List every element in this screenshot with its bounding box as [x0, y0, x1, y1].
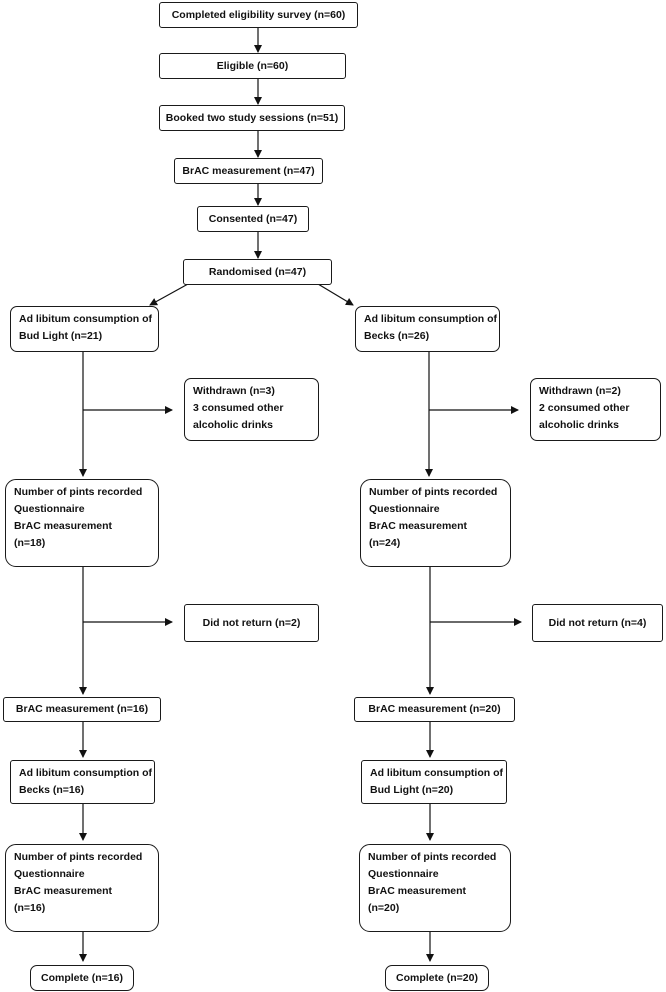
right-brac2-box: BrAC measurement (n=20): [354, 697, 515, 722]
left-consumption2-box: Ad libitum consumption of Becks (n=16): [10, 760, 155, 804]
left-consumption1-line1: Ad libitum consumption of: [19, 313, 152, 325]
eligible-box: Eligible (n=60): [159, 53, 346, 79]
right-consumption2-box: Ad libitum consumption of Bud Light (n=2…: [361, 760, 507, 804]
left-session1-box: Number of pints recorded Questionnaire B…: [5, 479, 159, 567]
booked-box: Booked two study sessions (n=51): [159, 105, 345, 131]
left-session1-line1: Number of pints recorded: [14, 486, 143, 498]
right-session1-line2: Questionnaire: [369, 503, 440, 515]
survey-box: Completed eligibility survey (n=60): [159, 2, 358, 28]
consented-label: Consented (n=47): [208, 212, 298, 225]
survey-label: Completed eligibility survey (n=60): [171, 8, 346, 21]
left-session2-line4: (n=16): [14, 902, 46, 914]
left-session2-line3: BrAC measurement: [14, 885, 113, 897]
eligible-label: Eligible (n=60): [216, 59, 289, 72]
left-did-not-return-label: Did not return (n=2): [202, 616, 301, 629]
right-complete-label: Complete (n=20): [396, 971, 478, 984]
right-withdrawn-line2: 2 consumed other: [539, 402, 630, 414]
right-session2-line4: (n=20): [368, 902, 400, 914]
left-session1-line3: BrAC measurement: [14, 520, 113, 532]
right-session2-line3: BrAC measurement: [368, 885, 467, 897]
left-withdrawn-line3: alcoholic drinks: [193, 419, 273, 431]
left-consumption1-box: Ad libitum consumption of Bud Light (n=2…: [10, 306, 159, 352]
left-session1-line4: (n=18): [14, 537, 46, 549]
left-consumption1-line2: Bud Light (n=21): [19, 330, 103, 342]
right-session1-box: Number of pints recorded Questionnaire B…: [360, 479, 511, 567]
left-complete-box: Complete (n=16): [30, 965, 134, 991]
left-withdrawn-box: Withdrawn (n=3) 3 consumed other alcohol…: [184, 378, 319, 441]
left-complete-label: Complete (n=16): [41, 971, 123, 984]
left-session2-box: Number of pints recorded Questionnaire B…: [5, 844, 159, 932]
brac-box: BrAC measurement (n=47): [174, 158, 323, 184]
right-session1-line1: Number of pints recorded: [369, 486, 498, 498]
right-session2-line1: Number of pints recorded: [368, 851, 497, 863]
right-consumption2-line1: Ad libitum consumption of: [370, 767, 503, 779]
left-session1-line2: Questionnaire: [14, 503, 85, 515]
left-did-not-return-box: Did not return (n=2): [184, 604, 319, 642]
right-did-not-return-box: Did not return (n=4): [532, 604, 663, 642]
randomised-box: Randomised (n=47): [183, 259, 332, 285]
right-consumption1-line2: Becks (n=26): [364, 330, 430, 342]
right-consumption1-box: Ad libitum consumption of Becks (n=26): [355, 306, 500, 352]
right-brac2-label: BrAC measurement (n=20): [368, 703, 501, 715]
left-withdrawn-line2: 3 consumed other: [193, 402, 284, 414]
left-brac2-box: BrAC measurement (n=16): [3, 697, 161, 722]
right-session1-line4: (n=24): [369, 537, 401, 549]
arrow-randomised-to-left: [149, 283, 189, 306]
left-brac2-label: BrAC measurement (n=16): [15, 703, 149, 715]
right-session1-line3: BrAC measurement: [369, 520, 468, 532]
consented-box: Consented (n=47): [197, 206, 309, 232]
right-withdrawn-line3: alcoholic drinks: [539, 419, 619, 431]
left-withdrawn-line1: Withdrawn (n=3): [193, 385, 275, 397]
right-consumption2-line2: Bud Light (n=20): [370, 784, 454, 796]
arrow-randomised-to-right: [317, 283, 354, 306]
right-withdrawn-line1: Withdrawn (n=2): [539, 385, 621, 397]
left-session2-line1: Number of pints recorded: [14, 851, 143, 863]
right-session2-box: Number of pints recorded Questionnaire B…: [359, 844, 511, 932]
right-did-not-return-label: Did not return (n=4): [548, 616, 647, 629]
right-session2-line2: Questionnaire: [368, 868, 439, 880]
left-session2-line2: Questionnaire: [14, 868, 85, 880]
booked-label: Booked two study sessions (n=51): [165, 111, 339, 124]
right-withdrawn-box: Withdrawn (n=2) 2 consumed other alcohol…: [530, 378, 661, 441]
brac-label: BrAC measurement (n=47): [182, 164, 315, 177]
right-consumption1-line1: Ad libitum consumption of: [364, 313, 497, 325]
randomised-label: Randomised (n=47): [208, 265, 307, 278]
left-consumption2-line1: Ad libitum consumption of: [19, 767, 152, 779]
left-consumption2-line2: Becks (n=16): [19, 784, 85, 796]
right-complete-box: Complete (n=20): [385, 965, 489, 991]
